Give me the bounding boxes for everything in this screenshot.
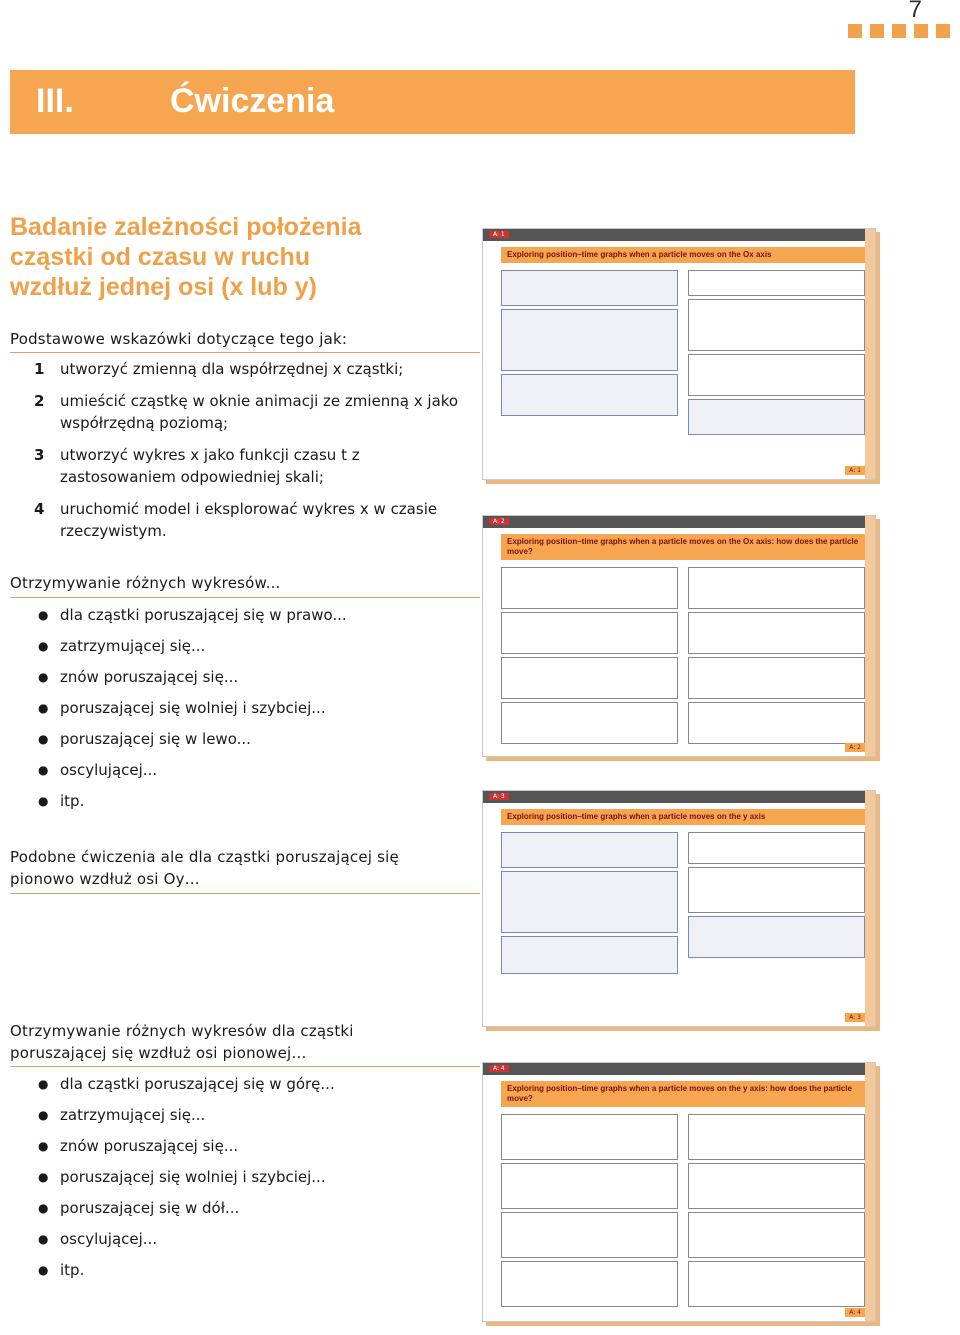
worksheet-thumbnail: A: 4 Exploring position–time graphs when… [482,1062,876,1322]
list-item: ●znów poruszającej się... [38,1137,239,1155]
divider [10,893,480,894]
section-heading: Badanie zależności położenia cząstki od … [10,213,362,301]
list-item: ●itp. [38,792,85,810]
chapter-banner: III. Ćwiczenia [10,70,855,134]
divider [10,1066,480,1067]
list-item: ●poruszającej się w dół... [38,1199,240,1217]
list-item: ●poruszającej się w lewo... [38,730,251,748]
list-item: ●znów poruszającej się... [38,668,239,686]
list-item: ●poruszającej się wolniej i szybciej... [38,699,326,717]
graphs-list: ●dla cząstki poruszającej się w prawo...… [10,604,480,821]
vertical-graphs-intro: Otrzymywanie różnych wykresów dla cząstk… [10,1022,354,1062]
divider [10,352,480,353]
list-item: ●zatrzymującej się... [38,1106,206,1124]
graphs-intro: Otrzymywanie różnych wykresów... [10,574,281,592]
hint-text: Podstawowe wskazówki dotyczące tego jak: [10,330,348,348]
worksheet-thumbnail: A: 2 Exploring position–time graphs when… [482,515,876,757]
list-item: ●zatrzymującej się... [38,637,206,655]
corner-decoration [848,24,950,38]
worksheet-thumbnail: A: 1 Exploring position–time graphs when… [482,228,876,480]
worksheet-thumbnail: A: 3 Exploring position–time graphs when… [482,790,876,1027]
chapter-title: Ćwiczenia [170,82,335,120]
list-item: ●oscylującej... [38,1230,158,1248]
list-item: ●poruszającej się wolniej i szybciej... [38,1168,326,1186]
list-item: ●itp. [38,1261,85,1279]
list-item: ●dla cząstki poruszającej się w górę... [38,1075,335,1093]
vertical-graphs-list: ●dla cząstki poruszającej się w górę... … [10,1073,480,1290]
list-item: ●oscylującej... [38,761,158,779]
list-item: ●dla cząstki poruszającej się w prawo... [38,606,347,624]
vertical-intro: Podobne ćwiczenia ale dla cząstki porusz… [10,848,399,888]
divider [10,597,480,598]
chapter-numeral: III. [36,82,74,120]
page-number: 7 [908,0,922,23]
